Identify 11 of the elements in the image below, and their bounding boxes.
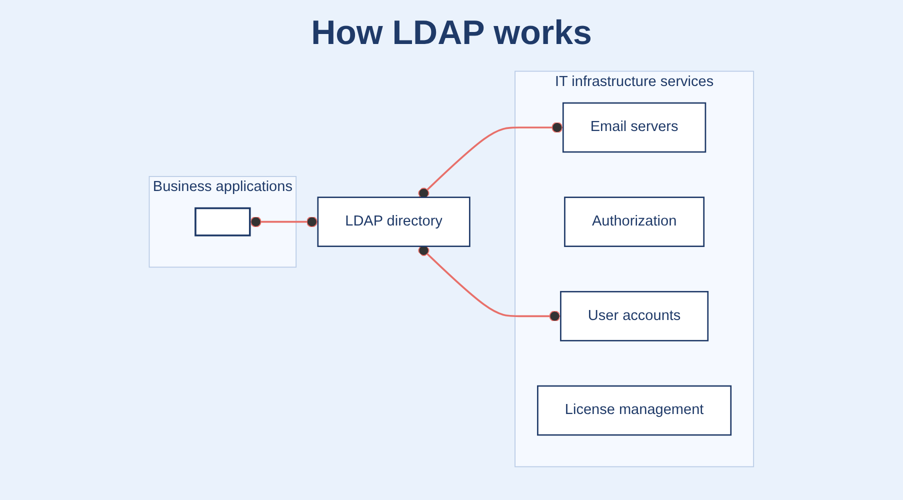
connector [418,122,564,199]
node-box: User accounts [560,291,709,342]
node-box: Authorization [564,196,705,247]
diagram-title: How LDAP works [310,14,593,53]
node-picture [194,207,251,236]
node-box: Email servers [562,102,706,153]
connector [418,244,561,322]
cluster: Business applications [148,176,297,268]
node-box: LDAP directory [317,196,470,247]
connector [250,216,318,228]
node-box: License management [537,385,732,436]
